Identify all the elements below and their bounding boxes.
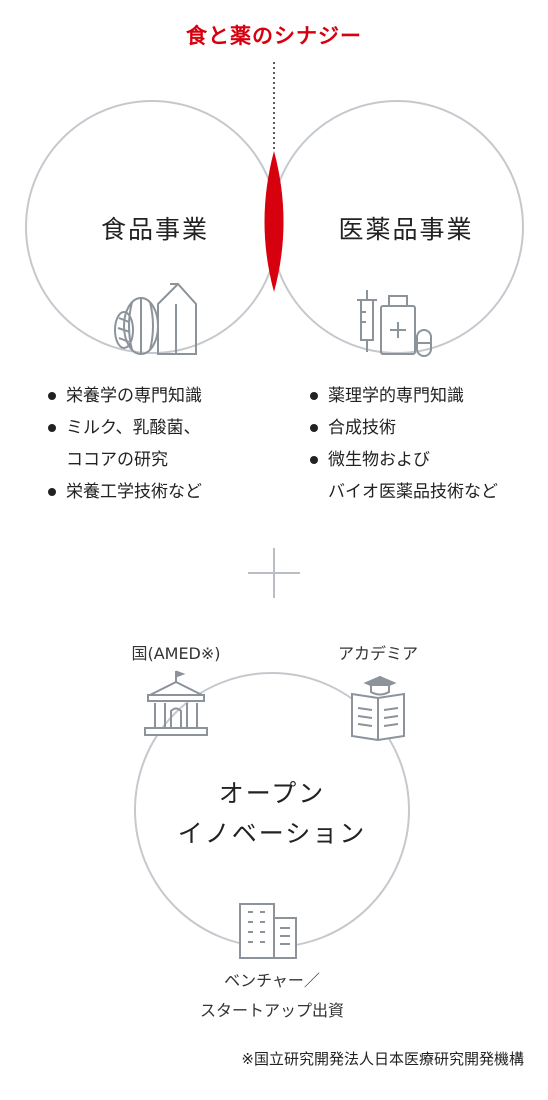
cocoa-pod-icon	[123, 297, 159, 355]
food-feature-item: ミルク、乳酸菌、 ココアの研究	[46, 412, 202, 476]
academia-label: アカデミア	[337, 644, 418, 663]
pharma-feature-item: 薬理学的専門知識	[308, 380, 498, 412]
pharma-feature-item: 微生物および バイオ医薬品技術など	[308, 444, 498, 508]
syringe-icon	[357, 290, 377, 352]
government-label: 国(AMED※)	[131, 644, 221, 663]
academia-book-icon	[351, 675, 405, 742]
food-business-title: 食品事業	[100, 215, 209, 244]
venture-label: ベンチャー／ スタートアップ出資	[199, 971, 344, 1020]
food-feature-item: 栄養工学技術など	[46, 476, 202, 508]
cocoa-bean-icon	[114, 311, 134, 349]
pharma-feature-list: 薬理学的専門知識 合成技術 微生物および バイオ医薬品技術など	[308, 380, 498, 508]
capsule-icon	[416, 329, 432, 357]
government-building-icon	[144, 670, 208, 736]
milk-carton-icon	[157, 282, 197, 355]
medicine-bottle-icon	[380, 295, 416, 355]
pharma-feature-item: 合成技術	[308, 412, 498, 444]
synergy-title: 食と薬のシナジー	[186, 24, 362, 48]
food-feature-list: 栄養学の専門知識 ミルク、乳酸菌、 ココアの研究 栄養工学技術など	[46, 380, 202, 508]
office-buildings-icon	[239, 903, 297, 959]
pharma-business-title: 医薬品事業	[338, 215, 474, 244]
open-innovation-title: オープン イノベーション	[177, 779, 367, 848]
footnote: ※国立研究開発法人日本医療研究開発機構	[241, 1050, 524, 1068]
food-feature-item: 栄養学の専門知識	[46, 380, 202, 412]
plus-icon	[248, 548, 300, 598]
synergy-intersection	[264, 151, 284, 292]
